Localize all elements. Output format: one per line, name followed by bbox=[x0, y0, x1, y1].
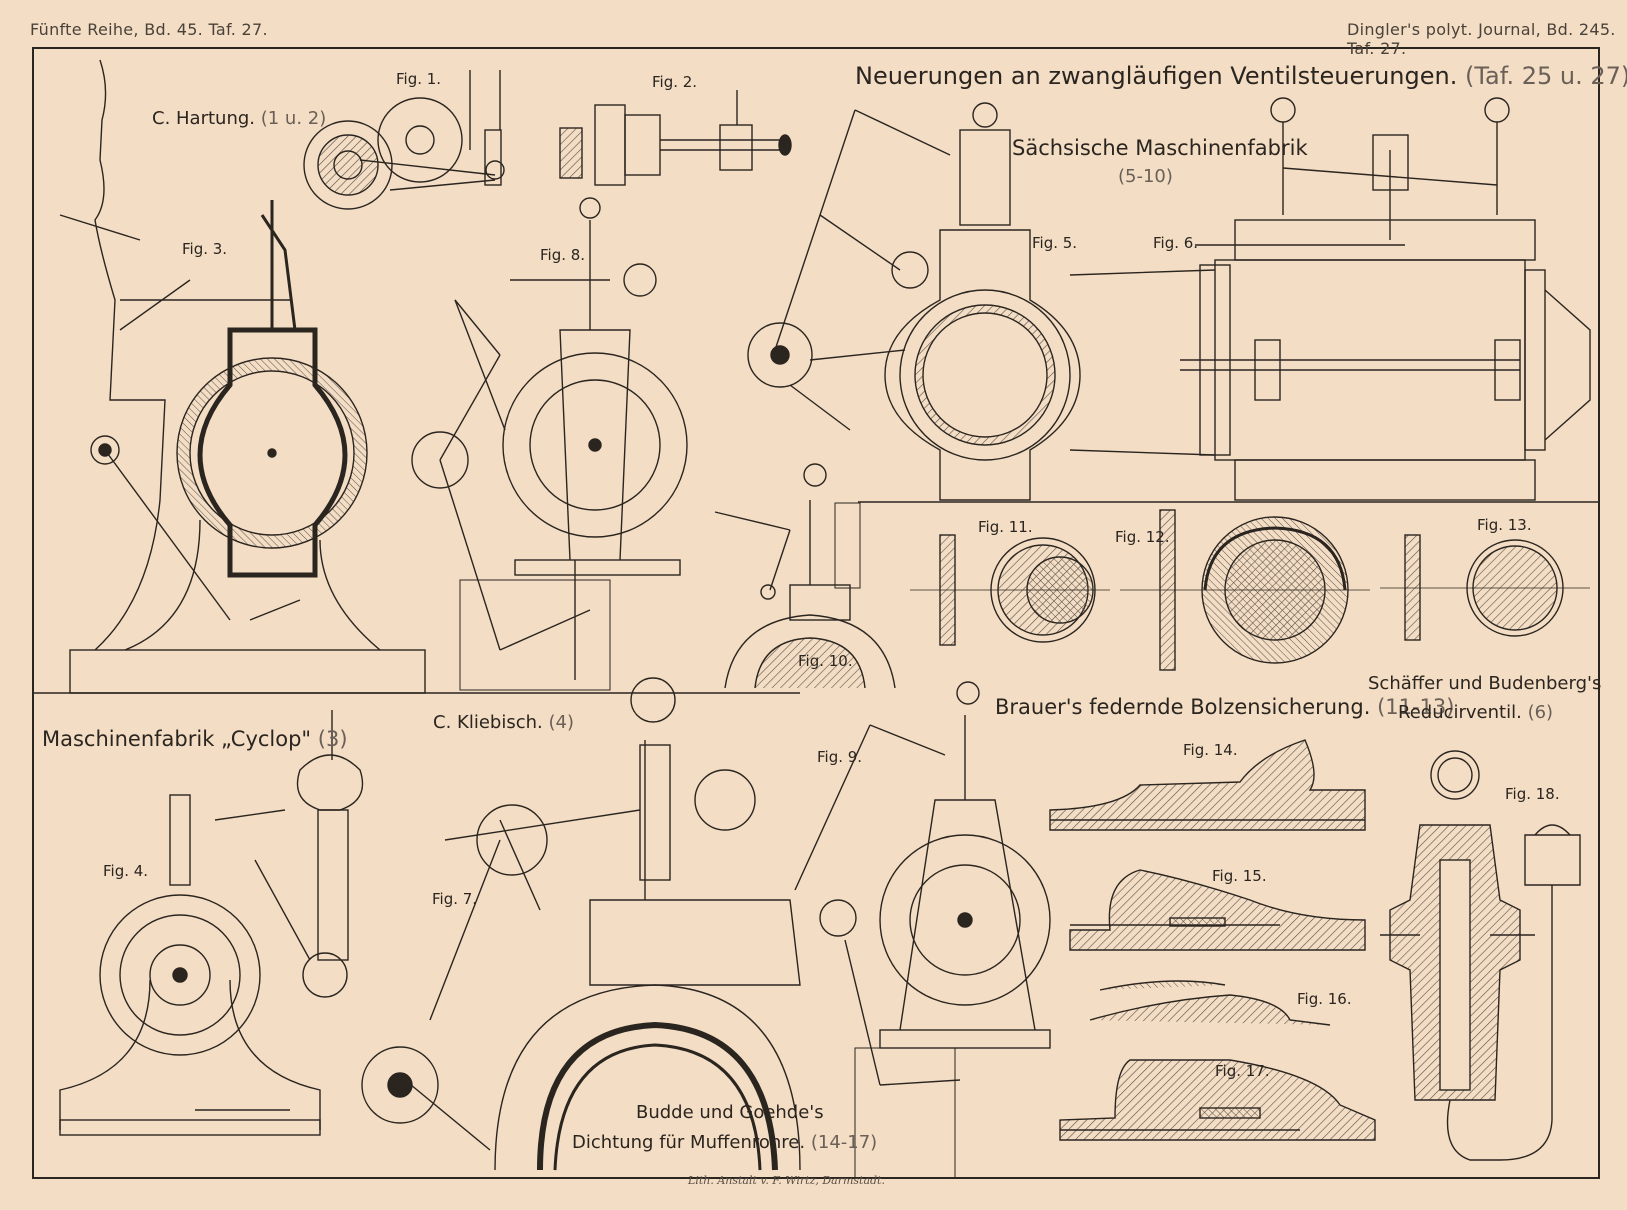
fig3-drawing bbox=[59, 59, 426, 694]
fig3-label: Fig. 3. bbox=[182, 240, 228, 258]
fig5-drawing bbox=[747, 102, 1081, 501]
fig9-drawing bbox=[794, 681, 1051, 1179]
plate-title-text: Neuerungen an zwangläufigen Ventilsteuer… bbox=[855, 62, 1458, 90]
caption-schaeffer-line1: Schäffer und Budenberg's bbox=[1368, 673, 1602, 694]
fig11-drawing bbox=[910, 534, 1110, 646]
caption-kliebisch-text: C. Kliebisch. bbox=[433, 712, 543, 733]
fig1-drawing bbox=[303, 70, 505, 210]
caption-schaeffer-text: Reducirventil. bbox=[1398, 702, 1522, 723]
fig4-label: Fig. 4. bbox=[103, 862, 149, 880]
caption-schaeffer-line2: Reducirventil. (6) bbox=[1398, 702, 1553, 723]
fig11-label: Fig. 11. bbox=[978, 518, 1033, 536]
fig15-label: Fig. 15. bbox=[1212, 867, 1267, 885]
caption-hartung: C. Hartung. (1 u. 2) bbox=[152, 108, 326, 129]
caption-hartung-ref: (1 u. 2) bbox=[260, 108, 327, 129]
fig18-drawing bbox=[1380, 750, 1581, 1161]
fig6-label: Fig. 6. bbox=[1153, 234, 1199, 252]
caption-budde-line2: Dichtung für Muffenrohre. (14-17) bbox=[572, 1132, 877, 1153]
caption-hartung-text: C. Hartung. bbox=[152, 108, 255, 129]
caption-brauer-text: Brauer's federnde Bolzensicherung. bbox=[995, 695, 1371, 719]
fig1-label: Fig. 1. bbox=[396, 70, 442, 88]
caption-kliebisch-ref: (4) bbox=[548, 712, 574, 733]
fig17-drawing bbox=[1059, 1059, 1376, 1141]
caption-brauer: Brauer's federnde Bolzensicherung. (11-1… bbox=[995, 695, 1454, 719]
fig10-drawing bbox=[714, 463, 896, 689]
fig13-drawing bbox=[1380, 534, 1590, 641]
fig14-label: Fig. 14. bbox=[1183, 741, 1238, 759]
caption-saechsische: Sächsische Maschinenfabrik bbox=[1012, 136, 1308, 160]
lithographer-imprint: Lith. Anstalt v. F. Wirtz, Darmstadt. bbox=[688, 1174, 885, 1187]
fig12-drawing bbox=[1120, 509, 1370, 671]
fig6-drawing bbox=[1069, 97, 1591, 501]
fig7-drawing bbox=[361, 677, 801, 1171]
fig17-label: Fig. 17. bbox=[1215, 1062, 1270, 1080]
caption-budde-ref: (14-17) bbox=[810, 1132, 878, 1153]
plate-border bbox=[32, 47, 1600, 1179]
fig18-label: Fig. 18. bbox=[1505, 785, 1560, 803]
fig5-label: Fig. 5. bbox=[1032, 234, 1078, 252]
fig9-label: Fig. 9. bbox=[817, 748, 863, 766]
caption-kliebisch: C. Kliebisch. (4) bbox=[433, 712, 574, 733]
caption-saechsische-ref: (5-10) bbox=[1118, 166, 1173, 187]
caption-cyclop: Maschinenfabrik „Cyclop" (3) bbox=[42, 727, 348, 751]
plate-header-left: Fünfte Reihe, Bd. 45. Taf. 27. bbox=[30, 20, 268, 39]
caption-cyclop-text: Maschinenfabrik „Cyclop" bbox=[42, 727, 312, 751]
fig2-label: Fig. 2. bbox=[652, 73, 698, 91]
plate-header-right: Dingler's polyt. Journal, Bd. 245. Taf. … bbox=[1347, 20, 1616, 58]
fig16-drawing bbox=[1089, 980, 1331, 1026]
caption-cyclop-ref: (3) bbox=[317, 727, 348, 751]
caption-budde-text: Dichtung für Muffenrohre. bbox=[572, 1132, 806, 1153]
fig16-label: Fig. 16. bbox=[1297, 990, 1352, 1008]
fig8-label: Fig. 8. bbox=[540, 246, 586, 264]
caption-schaeffer-ref: (6) bbox=[1527, 702, 1554, 723]
fig15-drawing bbox=[1069, 869, 1366, 951]
fig2-drawing bbox=[559, 90, 792, 186]
fig10-label: Fig. 10. bbox=[798, 652, 853, 670]
plate-title-ref: (Taf. 25 u. 27) bbox=[1465, 62, 1627, 90]
fig7-label: Fig. 7. bbox=[432, 890, 478, 908]
fig4-drawing bbox=[59, 710, 364, 1136]
caption-budde-line1: Budde und Goehde's bbox=[636, 1102, 824, 1123]
fig12-label: Fig. 12. bbox=[1115, 528, 1170, 546]
fig8-drawing bbox=[411, 197, 688, 691]
fig13-label: Fig. 13. bbox=[1477, 516, 1532, 534]
caption-brauer-ref: (11-13) bbox=[1377, 695, 1455, 719]
fig14-drawing bbox=[1049, 739, 1366, 831]
plate-title: Neuerungen an zwangläufigen Ventilsteuer… bbox=[855, 62, 1627, 90]
